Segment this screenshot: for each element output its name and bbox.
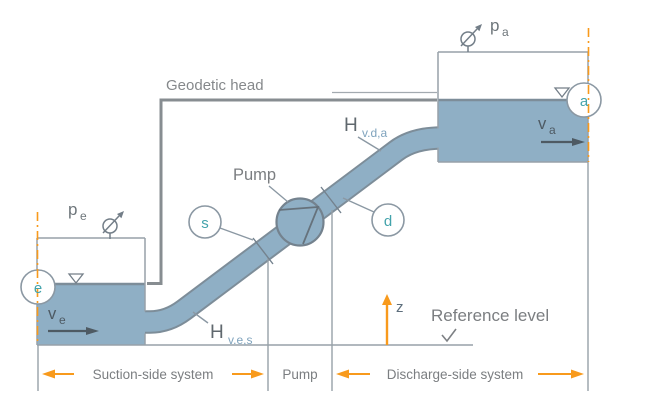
flange-ticks [252, 186, 342, 265]
pump-section-label: Pump [282, 367, 317, 382]
velocity-e-subscript: e [59, 313, 66, 327]
pump-leader-line [268, 185, 289, 203]
d-leader-line [342, 197, 375, 213]
suction-arrow-left-head [42, 369, 55, 379]
pipe-fill [138, 128, 443, 332]
pipe [138, 126, 443, 334]
discharge-tank-water [438, 99, 588, 162]
point-markers [20, 82, 602, 305]
discharge-section-label: Discharge-side system [387, 367, 524, 382]
head-loss-suction-symbol: H [210, 322, 224, 343]
velocity-arrow-a [541, 138, 585, 146]
leader-lines [192, 136, 382, 324]
point-circle-s [188, 205, 222, 239]
head-loss-suction-leader [192, 311, 209, 324]
suction-section-label: Suction-side system [93, 367, 214, 382]
pump-impeller-chords [278, 205, 320, 245]
head-loss-discharge-symbol: H [344, 115, 358, 136]
section-arrows [42, 369, 584, 379]
datum-lines [36, 28, 590, 345]
velocity-arrow-e [48, 327, 99, 335]
pump-label: Pump [233, 166, 276, 184]
nabla-level-icon [553, 87, 571, 99]
z-axis-arrow [382, 294, 392, 345]
pump-circle [275, 197, 325, 247]
velocity-arrowhead [572, 138, 585, 146]
velocity-e-symbol: v [48, 305, 57, 323]
s-leader-line [219, 227, 254, 241]
point-label-d: d [384, 213, 392, 230]
point-label-a: a [580, 93, 589, 110]
geodetic-head-line [147, 91, 437, 285]
pressure-e-symbol: p [68, 200, 77, 219]
geodetic-head-path [147, 98, 437, 285]
velocity-arrowhead [86, 327, 99, 335]
head-loss-suction-subscript: v.e,s [228, 333, 252, 347]
z-axis-label: z [396, 299, 404, 316]
pressure-gauge-e [102, 211, 124, 239]
suction-tank-water [37, 283, 145, 345]
velocity-a-symbol: v [538, 115, 547, 133]
reference-level-label: Reference level [431, 306, 549, 325]
gauge-needle [102, 215, 120, 234]
pump-symbol [275, 197, 325, 247]
gauge-needle-arrowhead [475, 24, 482, 32]
water-level-marks [67, 87, 571, 285]
pressure-a-subscript: a [502, 25, 509, 39]
discharge-arrow-right-head [571, 369, 584, 379]
discharge-arrow-left-head [336, 369, 349, 379]
point-circle-d [371, 203, 405, 237]
pressure-gauge-a [460, 24, 482, 52]
head-loss-discharge-leader [357, 136, 382, 152]
point-label-e: e [34, 280, 42, 297]
gauge-needle-arrowhead [117, 211, 124, 219]
nabla-level-icon [67, 273, 85, 285]
reference-and-boundaries [37, 162, 589, 391]
velocity-a-subscript: a [549, 123, 556, 137]
point-circle-a [566, 82, 602, 118]
check-mark-icon [441, 328, 457, 343]
gauge-needle [460, 28, 478, 47]
point-label-s: s [201, 215, 209, 232]
pressure-a-symbol: p [490, 16, 499, 35]
pressure-e-subscript: e [80, 209, 87, 223]
z-arrowhead [382, 294, 392, 305]
discharge-flange-tick [320, 186, 342, 214]
head-loss-discharge-subscript: v.d,a [362, 126, 387, 140]
suction-arrow-right-head [251, 369, 264, 379]
discharge-tank [437, 51, 589, 163]
geodetic-head-label: Geodetic head [166, 77, 264, 94]
suction-flange-tick [252, 237, 274, 265]
